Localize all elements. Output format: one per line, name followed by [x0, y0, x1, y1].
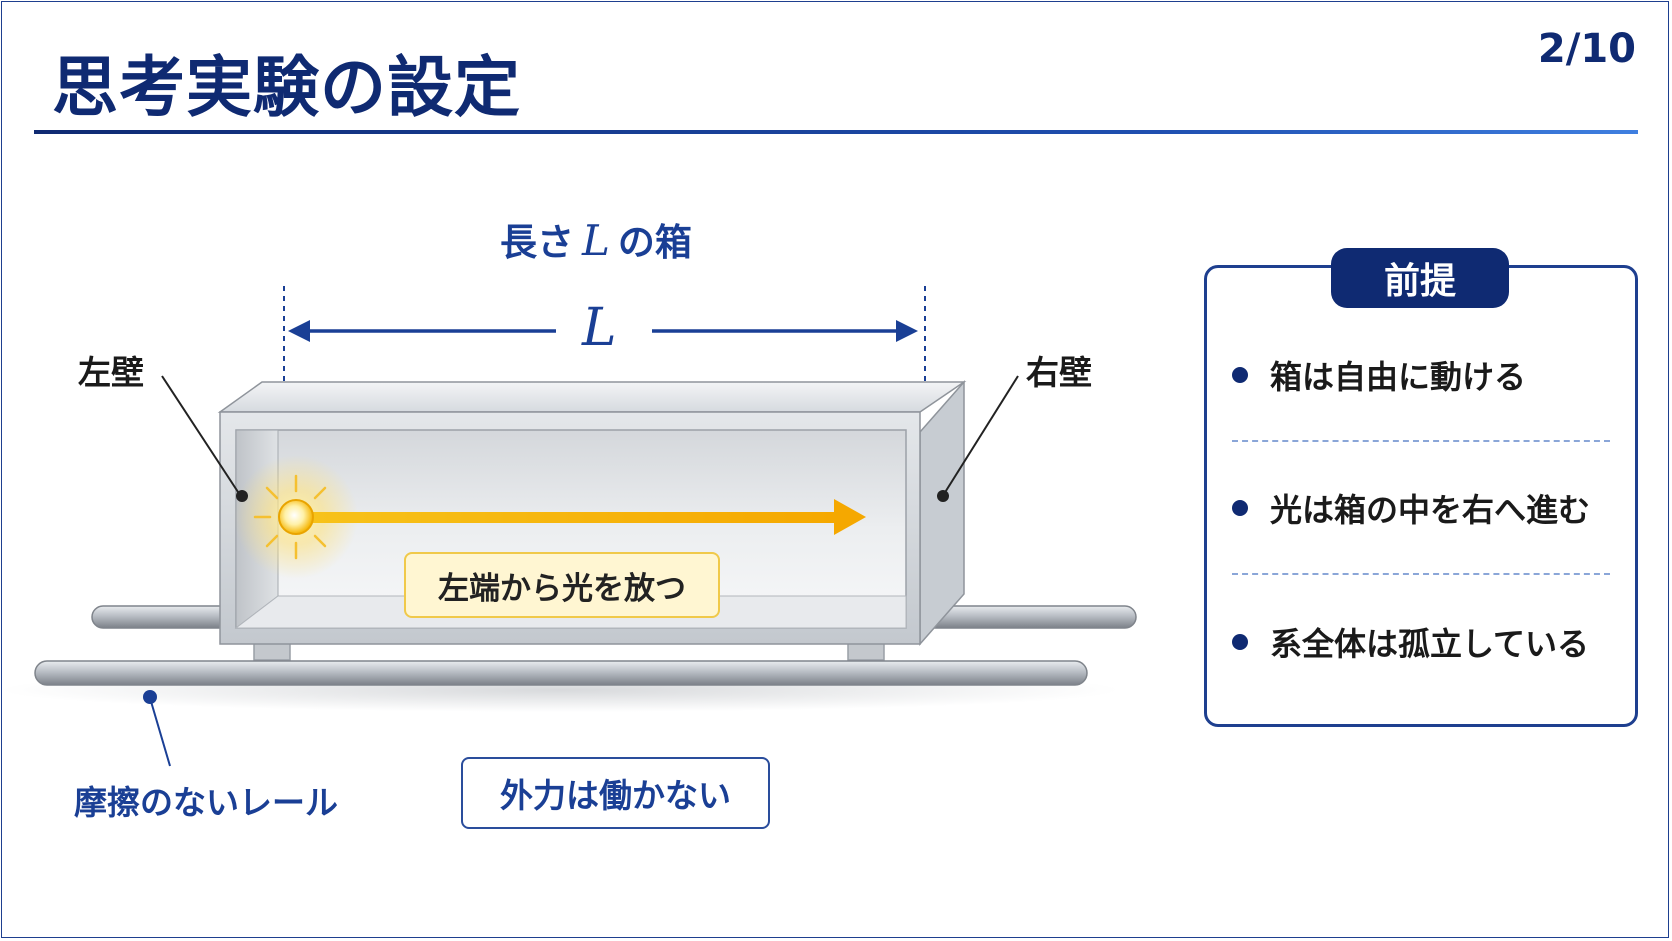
premise-item-text: 箱は自由に動ける — [1270, 358, 1527, 396]
light-source-icon — [278, 499, 314, 535]
left-wall-label: 左壁 — [78, 353, 144, 392]
right-wall-marker — [937, 490, 949, 502]
bullet-dot-icon — [1232, 500, 1248, 516]
page-number: 2/10 — [1537, 26, 1636, 72]
length-symbol: L — [582, 298, 617, 358]
light-beam-arrowhead — [834, 499, 866, 535]
no-external-force-box: 外力は働かない — [461, 757, 770, 829]
rail-label: 摩擦のないレール — [74, 783, 338, 822]
left-wall-leader — [161, 375, 241, 496]
box-title-symbol: L — [582, 216, 610, 265]
rail-marker — [143, 690, 157, 704]
premise-item-text: 系全体は孤立している — [1270, 625, 1590, 663]
light-rays — [253, 474, 327, 560]
right-wall-label: 右壁 — [1026, 353, 1092, 392]
front-rail — [34, 660, 1088, 686]
premise-item: 光は箱の中を右へ進む — [1232, 483, 1590, 533]
arrowhead-right — [896, 320, 918, 342]
title-underline — [34, 130, 1638, 134]
right-wall-leader — [943, 375, 1019, 495]
slide-title: 思考実験の設定 — [52, 49, 521, 126]
box-title-prefix: 長さ — [500, 221, 574, 264]
premise-tag: 前提 — [1331, 248, 1509, 308]
premise-item: 箱は自由に動ける — [1232, 350, 1526, 400]
box-right-face — [919, 380, 965, 646]
arrowhead-left — [288, 320, 310, 342]
box-title-suffix: の箱 — [617, 221, 692, 264]
box-top-face — [217, 381, 967, 413]
emit-label: 左端から光を放つ — [438, 570, 686, 607]
bullet-dot-icon — [1232, 367, 1248, 383]
no-external-force-label: 外力は働かない — [500, 776, 731, 815]
premise-separator — [1232, 440, 1610, 442]
left-wall-marker — [236, 490, 248, 502]
premise-item-text: 光は箱の中を右へ進む — [1270, 491, 1591, 529]
bullet-dot-icon — [1232, 634, 1248, 650]
premise-item: 系全体は孤立している — [1232, 617, 1589, 667]
rail-leader — [149, 697, 171, 767]
emit-label-box: 左端から光を放つ — [404, 552, 720, 618]
premise-panel — [1204, 265, 1638, 727]
premise-separator — [1232, 573, 1610, 575]
light-beam — [312, 512, 838, 523]
